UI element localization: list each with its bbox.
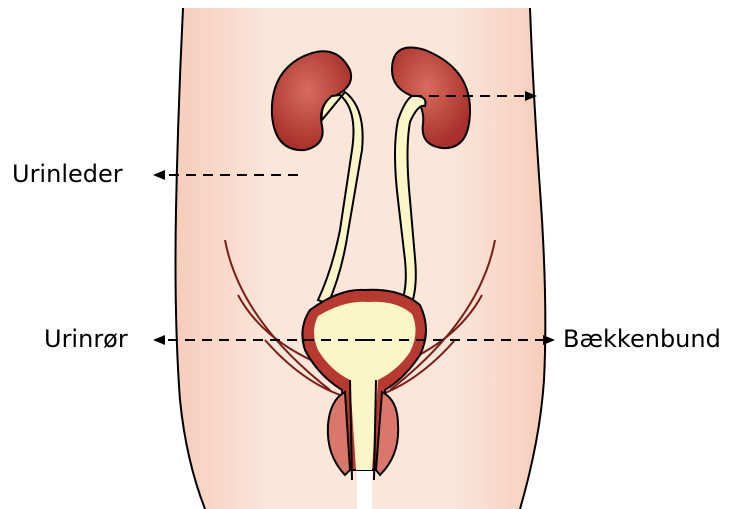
pelvic-floor-label: Bækkenbund — [563, 325, 721, 353]
ureter-label: Urinleder — [12, 160, 123, 188]
urethra-label: Urinrør — [44, 325, 128, 353]
